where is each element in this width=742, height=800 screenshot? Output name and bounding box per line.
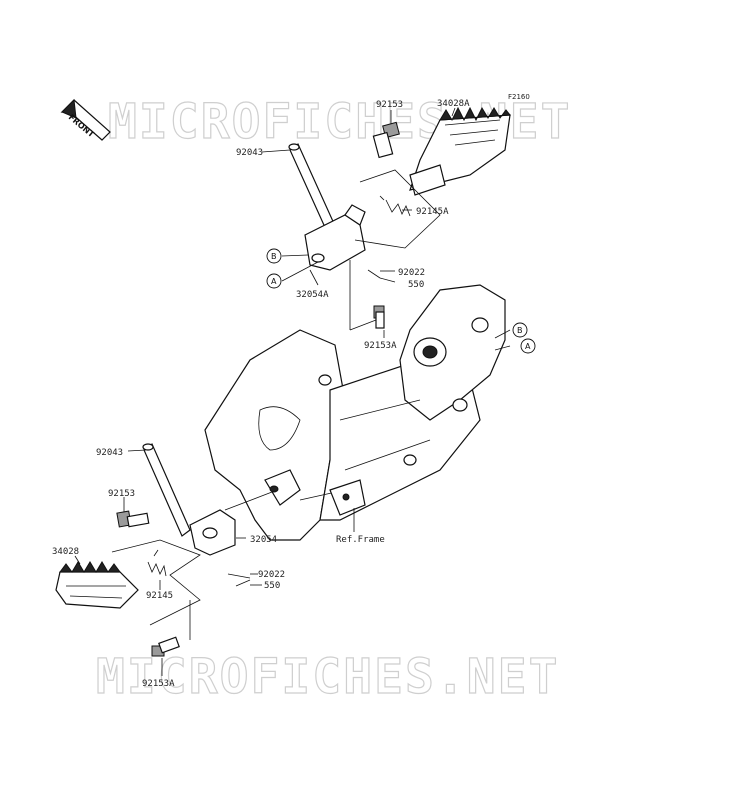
label-92153-bottom: 92153 <box>108 489 135 499</box>
pin-92043-top <box>288 143 337 235</box>
callout-b-left: B <box>266 248 282 264</box>
callout-b-right-label: B <box>517 326 523 335</box>
bolt-92153A-bottom <box>151 636 180 657</box>
bracket-32054A <box>304 204 366 271</box>
front-arrow-icon: FRONT <box>60 98 111 141</box>
callout-b-right: B <box>512 322 528 338</box>
label-92153A-bottom: 92153A <box>142 679 175 689</box>
label-34028A: 34028A <box>437 99 470 109</box>
callout-a-left-label: A <box>271 277 277 286</box>
figure-code: F2160 <box>508 93 530 101</box>
bracket-32054 <box>189 509 236 556</box>
label-34028: 34028 <box>52 547 79 557</box>
frame <box>204 284 506 541</box>
bolt-92153A-top <box>373 305 385 329</box>
footpeg-34028 <box>55 561 139 609</box>
spring-92145 <box>147 549 167 577</box>
label-92145: 92145 <box>146 591 173 601</box>
pin-92022-top <box>367 269 396 283</box>
bolt-92153-bottom <box>116 510 150 528</box>
label-550-top: 550 <box>408 280 424 290</box>
pin-92022-bottom <box>227 573 251 587</box>
label-92145A: 92145A <box>416 207 449 217</box>
spring-92145A <box>379 195 411 217</box>
label-92043-bottom: 92043 <box>96 448 123 458</box>
label-550-bottom: 550 <box>264 581 280 591</box>
bolt-92153-top <box>372 121 400 159</box>
label-92043-top: 92043 <box>236 148 263 158</box>
pin-92043-bottom <box>142 443 191 537</box>
label-92022-top: 92022 <box>398 268 425 278</box>
label-32054: 32054 <box>250 535 277 545</box>
label-92022-bottom: 92022 <box>258 570 285 580</box>
callout-a-left: A <box>266 273 282 289</box>
callout-a-right: A <box>520 338 536 354</box>
callout-b-left-label: B <box>271 252 277 261</box>
footpeg-34028A <box>409 106 511 196</box>
label-ref-frame: Ref.Frame <box>336 535 385 545</box>
label-92153-top: 92153 <box>376 100 403 110</box>
label-32054A: 32054A <box>296 290 329 300</box>
label-92153A-top: 92153A <box>364 341 397 351</box>
callout-a-right-label: A <box>525 342 531 351</box>
watermark-bottom: MICROFICHES.NET <box>96 649 559 705</box>
